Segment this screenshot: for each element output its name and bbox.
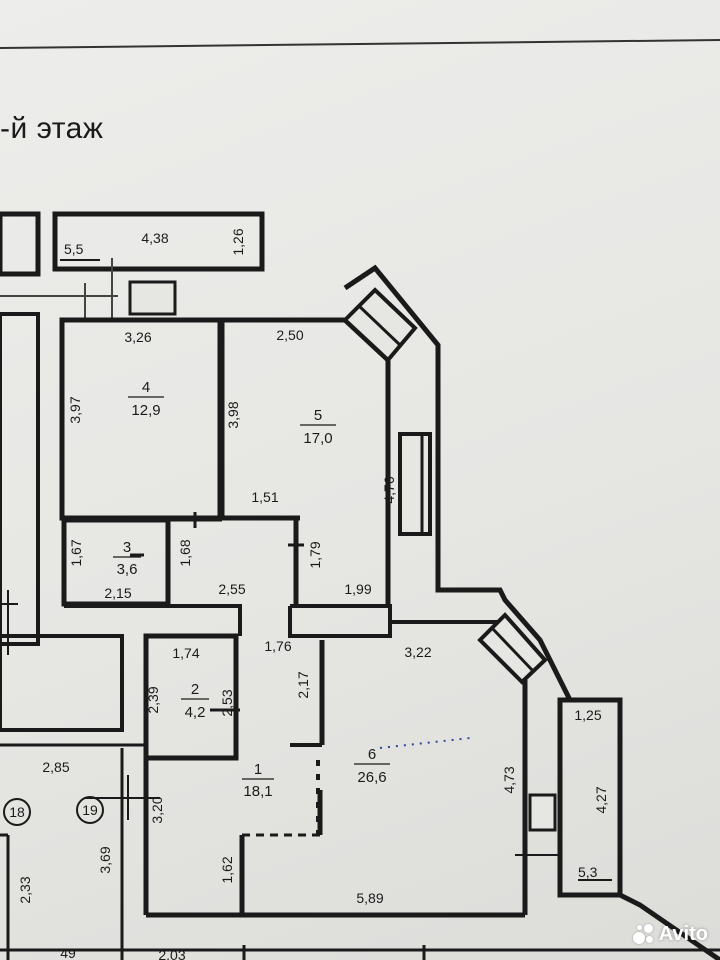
dim-3-97: 3,97 <box>67 396 83 423</box>
mid-wall <box>64 604 242 636</box>
dim-2-33: 2,33 <box>17 876 33 903</box>
dim-3-20: 3,20 <box>149 796 165 823</box>
avito-logo-icon <box>632 923 655 946</box>
dim-3-22: 3,22 <box>404 644 431 660</box>
room-6-number: 6 <box>368 746 376 763</box>
room-5-number: 5 <box>314 407 322 424</box>
room-1-area: 18,1 <box>243 783 272 800</box>
room-2-walls <box>143 633 239 761</box>
window-right <box>398 432 432 536</box>
dim-2-15: 2,15 <box>104 585 131 601</box>
dim-2-50: 2,50 <box>276 327 303 343</box>
left-room-low <box>0 634 124 732</box>
room-3-area: 3,6 <box>117 561 138 578</box>
dim-2-55: 2,55 <box>218 581 245 597</box>
marker-19-circle <box>76 796 104 824</box>
dim-4-76: 4,76 <box>381 476 397 503</box>
avito-watermark: Avito <box>632 923 708 946</box>
dim-1-68: 1,68 <box>177 539 193 566</box>
room-5-walls <box>222 317 391 608</box>
balcony-right-area: 5,3 <box>578 864 598 880</box>
room-4-walls <box>59 317 223 521</box>
dim-2-53: 2,53 <box>219 689 235 716</box>
room-5-area: 17,0 <box>303 430 332 447</box>
dim-1-62: 1,62 <box>219 856 235 883</box>
dim-5-89: 5,89 <box>356 890 383 906</box>
pencil-mark <box>379 737 471 749</box>
window-bay-top-pane <box>356 303 402 347</box>
dim-1-99: 1,99 <box>344 581 371 597</box>
room-6-area: 26,6 <box>357 769 386 786</box>
room-4-number: 4 <box>142 379 150 396</box>
balcony-right-outline <box>557 697 623 898</box>
dim-3-69: 3,69 <box>97 846 113 873</box>
dim-2-39: 2,39 <box>145 686 161 713</box>
balcony-top-area: 5,5 <box>64 241 84 257</box>
dim-4-73: 4,73 <box>501 766 517 793</box>
left-room-mid <box>0 312 40 646</box>
window-bay-right-pane <box>490 626 536 674</box>
column <box>288 604 392 638</box>
dim-1-79: 1,79 <box>307 541 323 568</box>
floor-title: -й этаж <box>0 112 104 145</box>
dim-1-67: 1,67 <box>68 539 84 566</box>
balcony-top-outline <box>52 211 265 272</box>
sheet-edge-line <box>0 39 720 49</box>
dim-1-51: 1,51 <box>251 489 278 505</box>
left-room-top <box>0 211 41 277</box>
dim-4-27: 4,27 <box>593 786 609 813</box>
facade-wall <box>343 264 720 960</box>
balcony-door <box>528 793 557 832</box>
dim-3-98: 3,98 <box>225 401 241 428</box>
room-4-area: 12,9 <box>131 402 160 419</box>
room-1-number: 1 <box>254 761 262 778</box>
dim-1-76: 1,76 <box>264 638 291 654</box>
dim-1-25: 1,25 <box>574 707 601 723</box>
dim-2-03: 2,03 <box>158 947 185 960</box>
dim-1-26: 1,26 <box>230 228 246 255</box>
room-2-area: 4,2 <box>185 704 206 721</box>
dim-2-85: 2,85 <box>42 759 69 775</box>
room-3-number: 3 <box>123 539 131 556</box>
marker-19: 19 <box>82 802 98 818</box>
shaft <box>128 280 177 316</box>
dim-2-17: 2,17 <box>295 671 311 698</box>
watermark-text: Avito <box>658 923 708 945</box>
dim-4-38: 4,38 <box>141 230 168 246</box>
dim-3-26: 3,26 <box>124 329 151 345</box>
dim-fragment-49: 49 <box>60 945 76 960</box>
room-2-number: 2 <box>191 681 199 698</box>
marker-18-circle <box>3 798 31 826</box>
dim-1-74: 1,74 <box>172 645 199 661</box>
marker-18: 18 <box>9 804 25 820</box>
